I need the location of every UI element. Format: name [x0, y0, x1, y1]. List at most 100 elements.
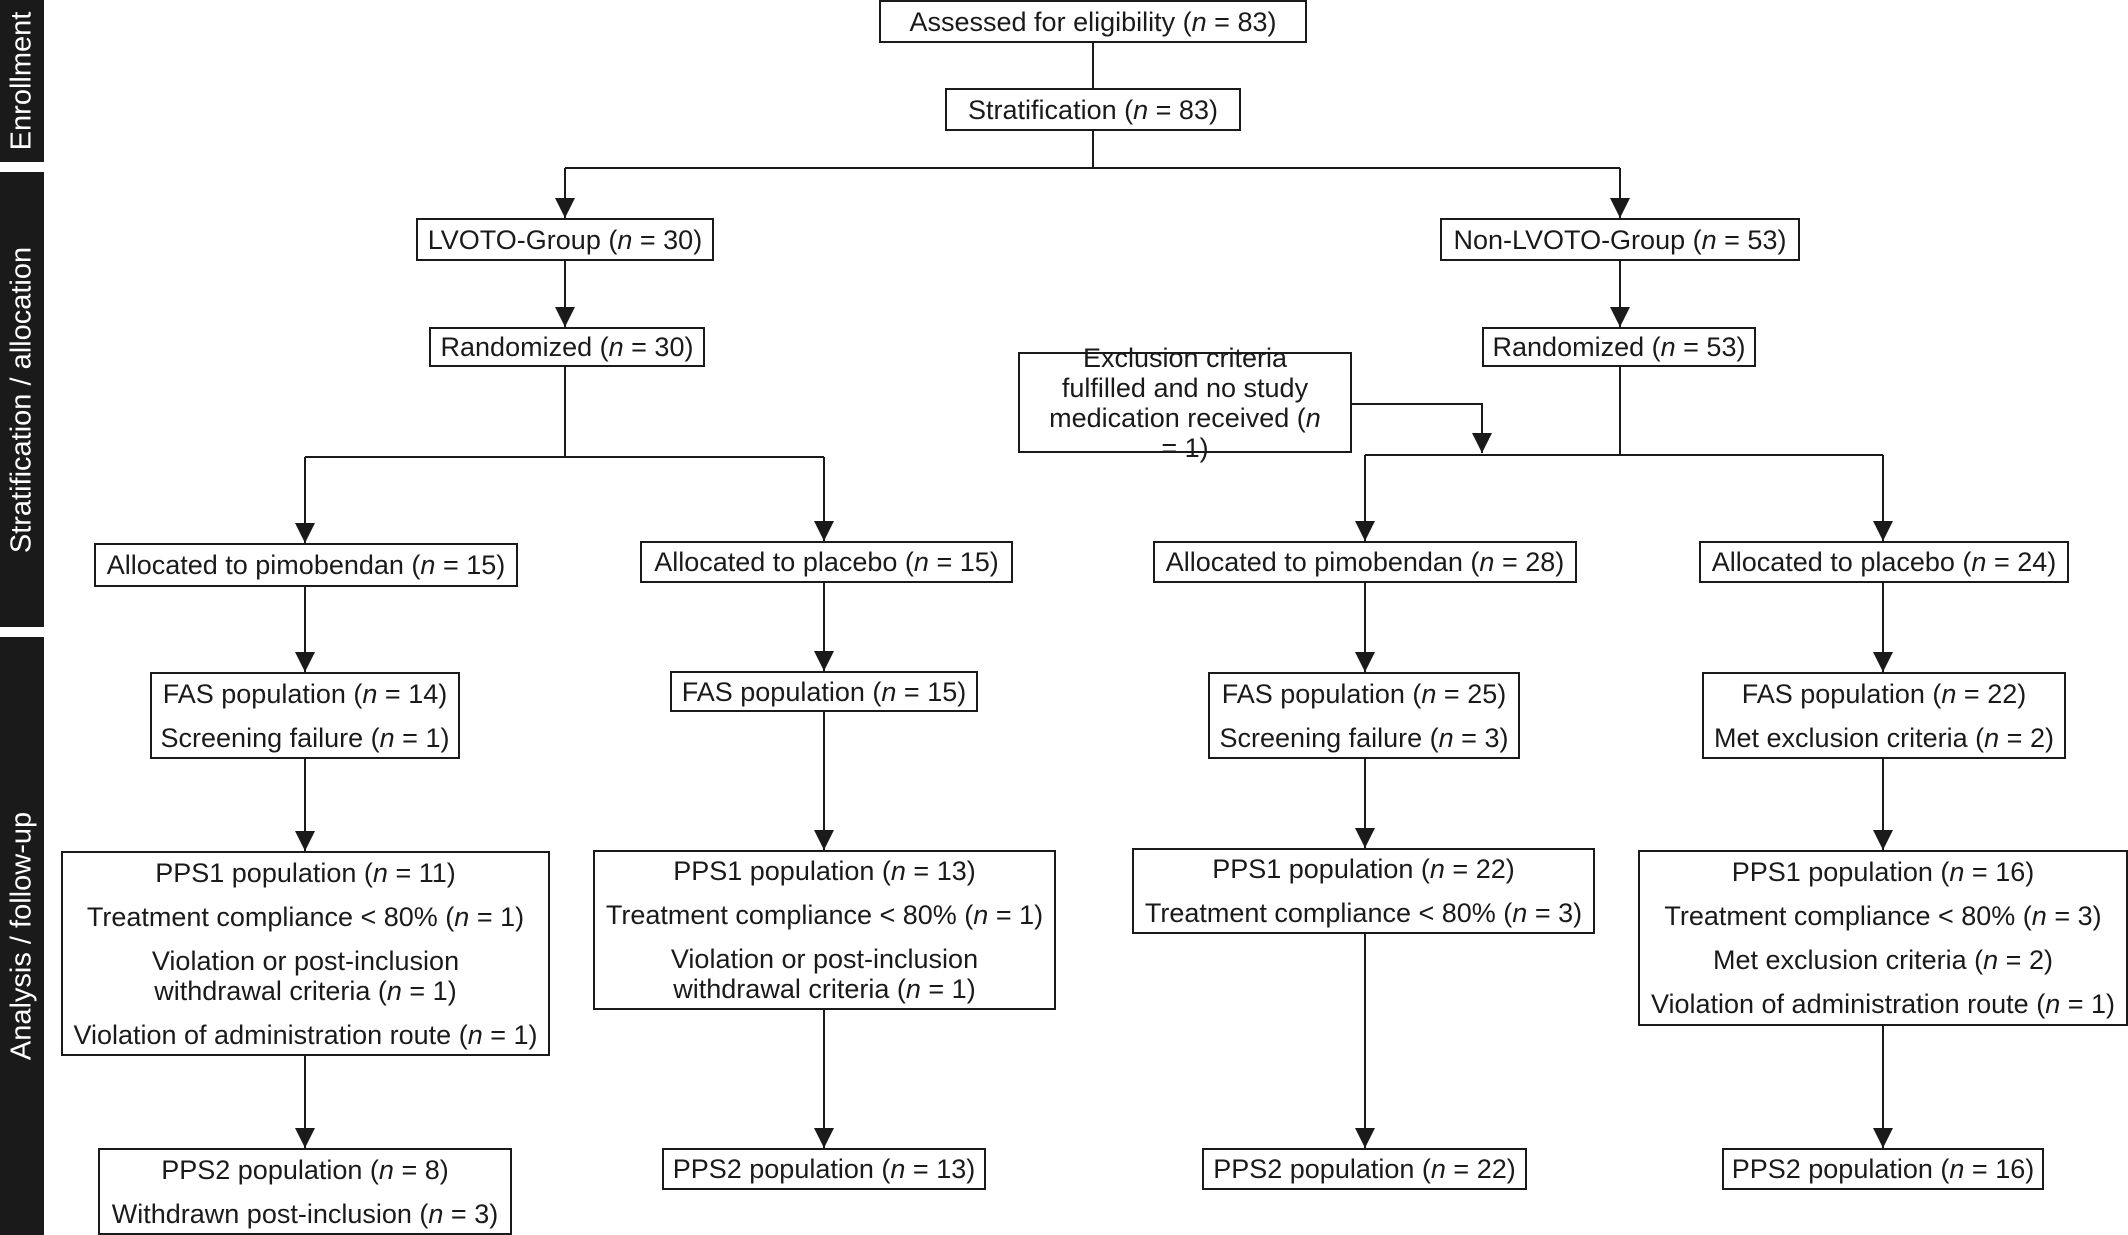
box-detail-line: Violation or post-inclusion withdrawal c… [151, 945, 460, 1006]
box-detail-line: Met exclusion criteria (n = 2) [1713, 945, 2053, 975]
box-detail-line: Treatment compliance < 80% (n = 1) [86, 901, 525, 932]
box-label-text: Violation of administration route [1650, 989, 2029, 1019]
box-count-value: 16 [1995, 1154, 2026, 1184]
box-primary-line: Allocated to placebo (n = 24) [1711, 547, 2057, 577]
box-count-value: 1 [2091, 989, 2107, 1019]
box-primary-line: FAS population (n = 22) [1741, 678, 2027, 709]
box-primary-line: Allocated to placebo (n = 15) [654, 547, 999, 577]
box-primary-line: Randomized (n = 30) [440, 332, 694, 362]
box-count-value: 3 [1558, 898, 1574, 928]
box-label-text: FAS population [1741, 678, 1925, 709]
box-count-value: 25 [1467, 678, 1498, 709]
box-label-text: Screening failure [1219, 722, 1423, 753]
box-detail-line: Withdrawn post-inclusion (n = 3) [111, 1198, 499, 1229]
box-primary-line: Stratification (n = 83) [968, 94, 1218, 125]
box-primary-line: LVOTO-Group (n = 30) [427, 224, 703, 255]
box-non-lvoto-group: Non-LVOTO-Group (n = 53) [1440, 218, 1800, 261]
box-count-value: 28 [1525, 547, 1556, 577]
box-lvoto-pimobendan-pps1: PPS1 population (n = 11) Treatment compli… [61, 851, 550, 1056]
connector-exclusion [1352, 403, 1492, 453]
box-label-text: FAS population [1221, 678, 1405, 709]
box-primary-line: Allocated to pimobendan (n = 28) [1165, 547, 1565, 577]
box-non-lvoto-pimobendan-pps1: PPS1 population (n = 22)Treatment compli… [1132, 848, 1595, 934]
box-primary-line: PPS2 population (n = 16) [1731, 1154, 2035, 1184]
box-count-value: 8 [424, 1154, 440, 1185]
box-non-lvoto-allocated-placebo: Allocated to placebo (n = 24) [1699, 541, 2069, 583]
box-primary-line: Allocated to pimobendan (n = 15) [106, 550, 506, 580]
box-count-value: 1 [951, 974, 967, 1004]
box-non-lvoto-allocated-pimobendan: Allocated to pimobendan (n = 28) [1153, 541, 1577, 583]
box-count-value: 15 [466, 550, 497, 580]
box-detail-line: Violation of administration route (n = 1… [1650, 989, 2116, 1019]
box-detail-line: Treatment compliance < 80% (n = 3) [1664, 901, 2102, 931]
box-count-value: 2 [2028, 945, 2044, 975]
box-count-value: 15 [927, 676, 958, 707]
box-label-text: PPS1 population [1731, 857, 1933, 887]
box-primary-line: Non-LVOTO-Group (n = 53) [1453, 224, 1787, 255]
box-count-value: 1 [513, 1019, 529, 1050]
box-label-text: Exclusion criteria fulfilled and no stud… [1049, 342, 1309, 433]
box-assessed-for-eligibility: Assessed for eligibility (n = 83) [879, 0, 1307, 43]
box-label-text: LVOTO-Group [427, 224, 601, 255]
box-count-value: 15 [959, 547, 990, 577]
box-primary-line: PPS2 population (n = 13) [672, 1154, 976, 1184]
phase-analysis: Analysis / follow-up [0, 637, 44, 1235]
box-lvoto-placebo-pps1: PPS1 population (n = 13) Treatment compli… [593, 850, 1056, 1010]
box-primary-line: Assessed for eligibility (n = 83) [909, 6, 1277, 37]
box-primary-line: FAS population (n = 25) [1221, 678, 1507, 709]
box-count-value: 22 [1475, 854, 1506, 884]
box-count-value: 22 [1987, 678, 2018, 709]
box-label-text: PPS2 population [161, 1154, 363, 1185]
box-detail-line: Treatment compliance < 80% (n = 1) [605, 900, 1044, 930]
box-label-text: Met exclusion criteria [1714, 722, 1968, 753]
box-label-text: Withdrawn post-inclusion [111, 1198, 412, 1229]
box-label-text: Violation or post-inclusion withdrawal c… [151, 945, 460, 1006]
box-label-text: Violation of administration route [73, 1019, 452, 1050]
box-label-text: Treatment compliance < 80% [1664, 901, 2016, 931]
box-primary-line: PPS2 population (n = 8) [161, 1154, 449, 1185]
box-label-text: Screening failure [160, 722, 364, 753]
box-label-text: PPS1 population [155, 857, 357, 888]
box-primary-line: PPS2 population (n = 22) [1213, 1154, 1516, 1184]
box-exclusion-criteria: Exclusion criteria fulfilled and no stud… [1018, 343, 1352, 463]
box-count-value: 13 [936, 856, 967, 886]
box-primary-line: FAS population (n = 15) [681, 676, 967, 707]
phase-enrollment: Enrollment [0, 0, 44, 162]
box-primary-line: PPS1 population (n = 11) [155, 857, 456, 888]
phase-stratification: Stratification / allocation [0, 172, 44, 627]
box-non-lvoto-placebo-pps2: PPS2 population (n = 16) [1722, 1148, 2044, 1190]
box-count-value: 3 [474, 1198, 490, 1229]
box-count-value: 22 [1476, 1154, 1507, 1184]
box-primary-line: Exclusion criteria fulfilled and no stud… [1049, 342, 1321, 463]
box-count-value: 24 [2017, 547, 2048, 577]
box-lvoto-randomized: Randomized (n = 30) [429, 327, 705, 367]
box-count-value: 16 [1995, 857, 2026, 887]
box-primary-line: PPS1 population (n = 16) [1731, 857, 2035, 887]
box-non-lvoto-pimobendan-fas: FAS population (n = 25) Screening failure… [1208, 672, 1520, 759]
box-label-text: Stratification [968, 94, 1117, 125]
box-non-lvoto-pimobendan-pps2: PPS2 population (n = 22) [1202, 1148, 1527, 1190]
box-detail-line: Violation of administration route (n = 1… [73, 1019, 538, 1050]
box-label-text: Randomized [440, 332, 593, 362]
box-primary-line: PPS1 population (n = 13) [673, 856, 976, 886]
box-label-text: PPS1 population [1212, 854, 1414, 884]
box-count-value: 1 [1019, 900, 1035, 930]
box-primary-line: FAS population (n = 14) [162, 678, 448, 709]
box-count-value: 83 [1237, 6, 1268, 37]
box-count-value: 13 [936, 1154, 967, 1184]
box-label-text: Treatment compliance < 80% [86, 901, 438, 932]
box-label-text: Allocated to placebo [1711, 547, 1955, 577]
box-label-text: PPS2 population [1213, 1154, 1415, 1184]
box-detail-line: Violation or post-inclusion withdrawal c… [670, 944, 979, 1004]
box-non-lvoto-placebo-fas: FAS population (n = 22) Met exclusion cri… [1702, 672, 2066, 759]
box-lvoto-group: LVOTO-Group (n = 30) [416, 218, 714, 261]
box-label-text: Violation or post-inclusion withdrawal c… [670, 944, 979, 1004]
box-count-value: 14 [408, 678, 439, 709]
box-non-lvoto-placebo-pps1: PPS1 population (n = 16) Treatment compli… [1638, 850, 2128, 1026]
box-count-value: 2 [2029, 722, 2045, 753]
box-count-value: 30 [654, 332, 685, 362]
box-count-value: 1 [1184, 432, 1200, 463]
box-count-value: 53 [1706, 332, 1737, 362]
